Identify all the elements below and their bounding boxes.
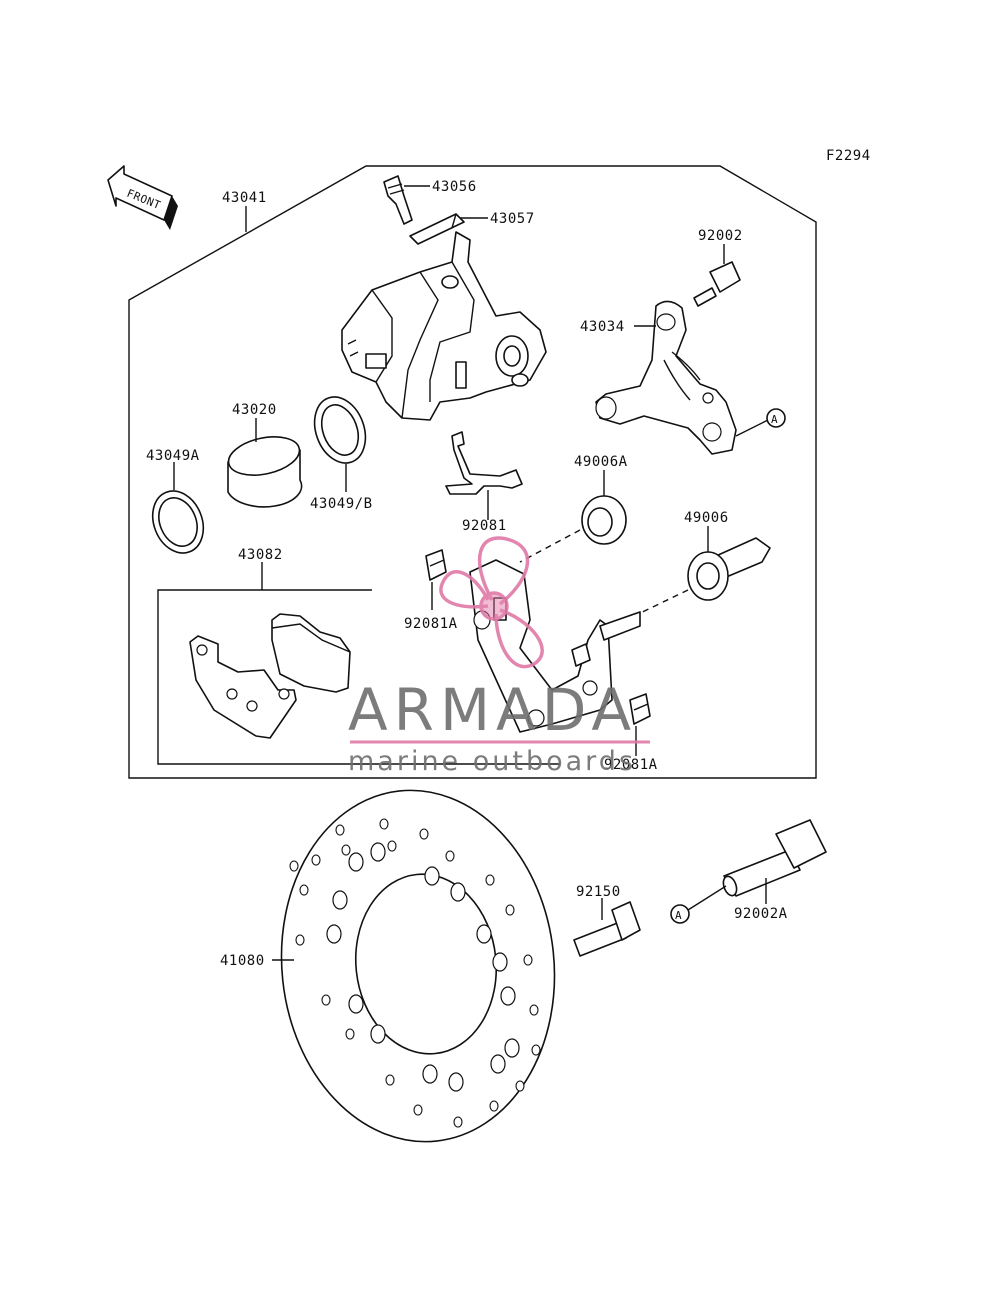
bolt-92002 — [693, 261, 741, 307]
label-43041: 43041 — [222, 190, 267, 206]
propeller-logo-icon — [439, 536, 544, 669]
boot-a — [581, 495, 627, 545]
watermark-tagline: marine outboards — [348, 746, 636, 777]
bleeder-cap — [409, 213, 465, 245]
figure-code: F2294 — [826, 148, 871, 164]
label-92002: 92002 — [698, 228, 743, 244]
caliper-bracket — [595, 300, 737, 455]
spring-clip-right — [629, 693, 651, 725]
bolt-92002a — [722, 819, 827, 897]
label-43034: 43034 — [580, 319, 625, 335]
label-92002a: 92002A — [734, 906, 788, 922]
label-43049b: 43049/B — [310, 496, 373, 512]
label-92081: 92081 — [462, 518, 507, 534]
label-43020: 43020 — [232, 402, 277, 418]
label-43056: 43056 — [432, 179, 477, 195]
watermark-brand: ARMADA — [348, 676, 637, 744]
label-43082: 43082 — [238, 547, 283, 563]
watermark: ARMADA marine outboards — [348, 536, 650, 777]
label-92150: 92150 — [576, 884, 621, 900]
piston — [227, 436, 303, 508]
pad-spring — [445, 431, 523, 495]
seal-a — [151, 490, 205, 554]
caliper-body — [341, 231, 547, 421]
bleeder-valve — [383, 175, 413, 225]
ref-marker-a-lower: A — [675, 909, 682, 922]
label-49006a: 49006A — [574, 454, 628, 470]
label-92081a-left: 92081A — [404, 616, 458, 632]
pad-set-frame — [157, 589, 560, 765]
spring-clip-left — [425, 549, 447, 581]
label-92081a-right: 92081A — [604, 757, 658, 773]
label-49006: 49006 — [684, 510, 729, 526]
brake-disc — [280, 789, 556, 1143]
boot-and-pin — [687, 537, 771, 601]
front-arrow-icon: FRONT — [107, 165, 178, 230]
label-43049a: 43049A — [146, 448, 200, 464]
label-43057: 43057 — [490, 211, 535, 227]
ref-marker-a-upper: A — [771, 413, 778, 426]
brake-pads — [189, 613, 351, 739]
caliper-group-frame — [128, 165, 817, 779]
seal-b — [313, 396, 367, 464]
disc-bolt — [573, 901, 641, 957]
label-41080: 41080 — [220, 953, 265, 969]
